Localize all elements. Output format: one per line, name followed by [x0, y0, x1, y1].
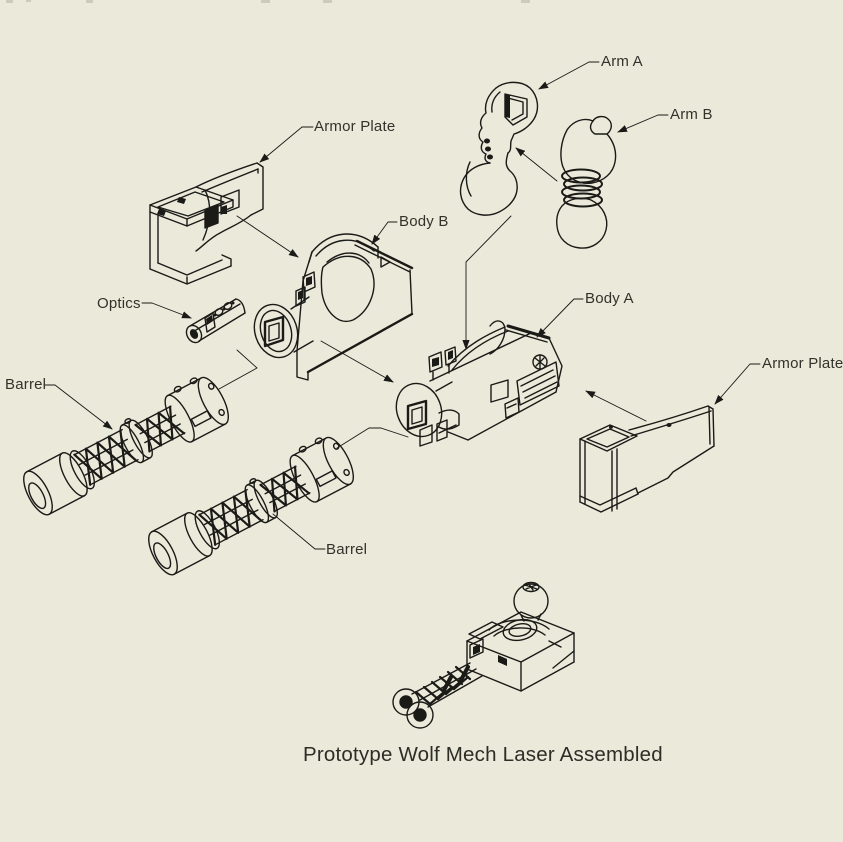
part-label-armor-plate-right: Armor Plate [762, 355, 843, 372]
part-label-body-b: Body B [399, 213, 449, 230]
part-label-barrel-lower: Barrel [326, 541, 368, 558]
arrow-armb-to-arma [515, 147, 558, 182]
label-leader-lines [43, 61, 761, 550]
arm-b-drawing [556, 115, 617, 249]
part-label-arm-b: Arm B [670, 106, 713, 123]
arrow-armorplate-to-bodyb [236, 215, 299, 258]
connector-bodyb-to-barrel [218, 349, 258, 390]
connector-barrel-to-bodya [336, 427, 409, 449]
barrel-left-drawing [23, 376, 229, 516]
part-label-arm-a: Arm A [601, 53, 643, 70]
leader-barrel-left [43, 384, 113, 430]
leader-armor-plate-right [714, 363, 761, 405]
barrel-lower-drawing [139, 429, 361, 582]
leader-optics [141, 302, 192, 319]
top-edge-artifacts [6, 0, 530, 3]
leader-body-b [371, 221, 398, 245]
arm-a-drawing [459, 81, 539, 216]
optics-drawing [185, 298, 246, 344]
arrow-armorplate-to-bodya [585, 390, 647, 422]
armor-plate-right-drawing [579, 405, 715, 513]
armor-plate-left-drawing [149, 162, 264, 285]
arrow-arma-to-bodya [462, 215, 512, 350]
leader-armor-plate-left [259, 126, 314, 163]
part-label-armor-plate-left: Armor Plate [314, 118, 396, 135]
part-label-optics: Optics [97, 295, 141, 312]
assembled-unit-drawing [392, 581, 575, 729]
leader-arm-a [538, 61, 600, 90]
drawing-caption: Prototype Wolf Mech Laser Assembled [303, 743, 663, 766]
part-label-body-a: Body A [585, 290, 634, 307]
assembly-arrows [218, 147, 647, 449]
part-label-barrel-left: Barrel [5, 376, 47, 393]
body-b-drawing [253, 233, 414, 381]
arrow-bodyb-to-bodya [320, 340, 394, 383]
leader-barrel-lower [272, 513, 326, 550]
body-a-drawing [395, 320, 563, 447]
leader-arm-b [617, 114, 669, 133]
leader-body-a [536, 298, 584, 338]
